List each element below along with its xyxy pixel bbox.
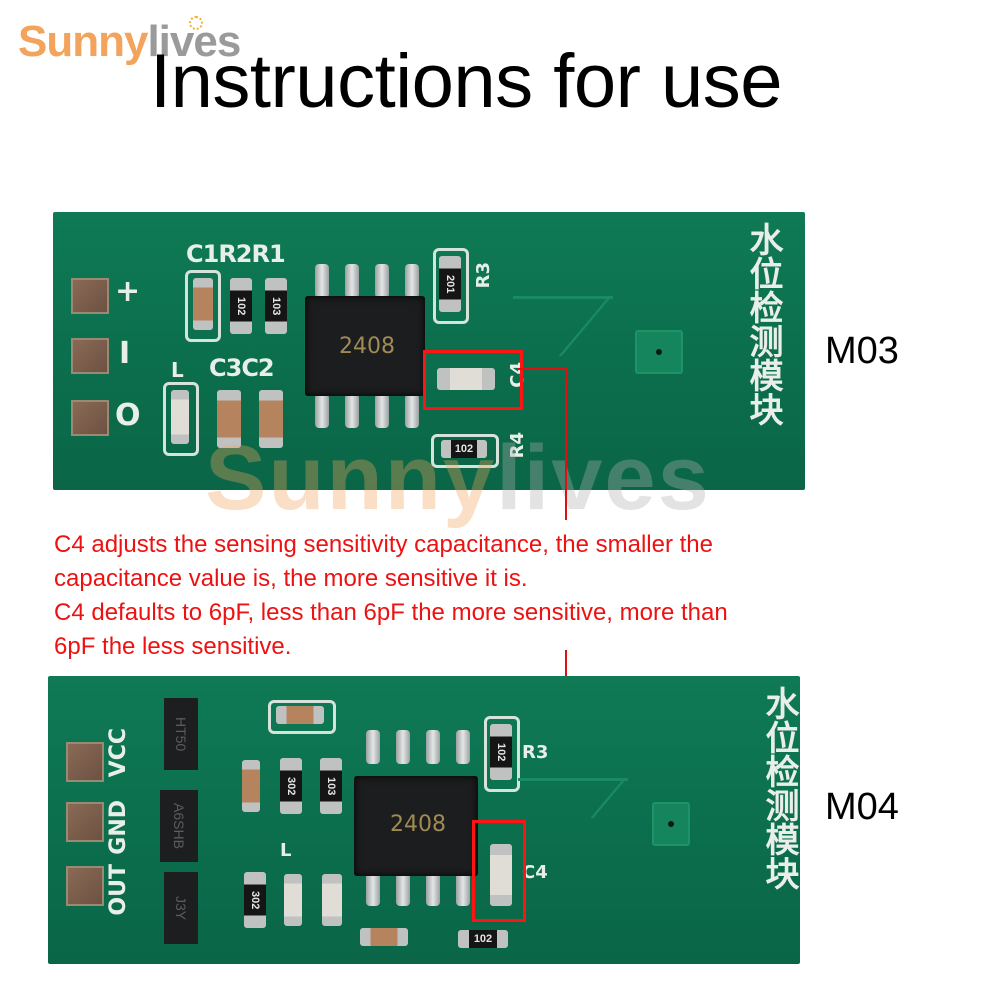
- silk-c3c2: C3C2: [209, 354, 275, 382]
- capacitor-c3: [217, 390, 241, 448]
- pad-vcc: [66, 742, 104, 782]
- r4-outline: [431, 434, 499, 468]
- c4-highlight-box: [472, 820, 526, 922]
- chip-pin: [345, 394, 359, 428]
- pad-i: [71, 338, 109, 374]
- pcb-trace: [590, 778, 627, 818]
- model-label-m04: M04: [825, 786, 899, 828]
- watermark: Sunnylives: [205, 432, 711, 524]
- pin-label-vcc: VCC: [106, 728, 131, 778]
- pad-out: [66, 866, 104, 906]
- resistor-r2: 102: [230, 278, 252, 334]
- r3-outline: [484, 716, 520, 792]
- pad-o: [71, 400, 109, 436]
- pcb-board-m04: VCC GND OUT HT50 A6SHB J3Y 302 103 L 302…: [48, 676, 800, 964]
- annotation-line-3: C4 defaults to 6pF, less than 6pF the mo…: [54, 599, 728, 626]
- chip-pin: [396, 730, 410, 764]
- watermark-part2: lives: [496, 427, 711, 529]
- brand-logo: Sunnylives: [18, 16, 241, 66]
- chip-pin: [375, 264, 389, 298]
- leader-line-m03: [565, 368, 567, 520]
- transistor-a6shb: A6SHB: [160, 790, 198, 862]
- capacitor-top: [276, 706, 324, 724]
- capacitor-c1: [193, 278, 213, 330]
- ic-chip: 2408: [305, 296, 425, 396]
- capacitor-c4: [490, 844, 512, 906]
- silk-led: L: [171, 358, 184, 382]
- silk-led: L: [280, 840, 292, 861]
- capacitor: [242, 760, 260, 812]
- chip-pin: [345, 264, 359, 298]
- model-label-m03: M03: [825, 330, 899, 372]
- pcb-board-m03: + I O C1R2R1 102 103 L C3C2 2408 201 R3 …: [53, 212, 805, 490]
- sensor-pad: [635, 330, 683, 374]
- capacitor-bottom: [360, 928, 408, 946]
- sensor-pad: [652, 802, 690, 846]
- chip-pin: [426, 872, 440, 906]
- board-vertical-text: 水位检测模块: [743, 222, 783, 426]
- resistor-r3: 102: [490, 724, 512, 780]
- resistor-103: 103: [320, 758, 342, 814]
- chip-marking: 2408: [390, 812, 446, 837]
- pcb-trace: [518, 778, 628, 781]
- annotation-line-4: 6pF the less sensitive.: [54, 633, 292, 660]
- silk-r3: R3: [522, 742, 549, 763]
- watermark-part1: Sunny: [205, 427, 497, 529]
- chip-pin: [456, 730, 470, 764]
- page-title: Instructions for use: [150, 39, 783, 124]
- chip-pin: [315, 264, 329, 298]
- resistor-302: 302: [280, 758, 302, 814]
- c1-outline: [185, 270, 221, 342]
- resistor-r3: 201: [439, 256, 461, 312]
- pcb-trace: [558, 296, 612, 356]
- silk-c4: C4: [522, 862, 548, 883]
- chip-pin: [396, 872, 410, 906]
- resistor-302-b: 302: [244, 872, 266, 928]
- cap-outline: [268, 700, 336, 734]
- c4-highlight-box: [423, 350, 523, 410]
- leader-line-m03: [517, 368, 567, 370]
- silk-r3: R3: [473, 262, 494, 289]
- pin-label-plus: +: [115, 274, 141, 309]
- r3-outline: [433, 248, 469, 324]
- capacitor-c4: [437, 368, 495, 390]
- chip-marking: 2408: [339, 334, 395, 359]
- capacitor-white: [322, 874, 342, 926]
- pin-label-i: I: [119, 336, 131, 371]
- led-indicator: [284, 874, 302, 926]
- chip-pin: [405, 394, 419, 428]
- resistor-r4: 102: [441, 440, 487, 458]
- silk-c1r2r1: C1R2R1: [186, 240, 286, 268]
- pcb-trace: [513, 296, 613, 299]
- resistor-r1: 103: [265, 278, 287, 334]
- transistor-ht50: HT50: [164, 698, 198, 770]
- pad-plus: [71, 278, 109, 314]
- board-vertical-text: 水位检测模块: [759, 686, 799, 890]
- led-outline: [163, 382, 199, 456]
- chip-pin: [366, 872, 380, 906]
- chip-pin: [426, 730, 440, 764]
- transistor-j3y: J3Y: [164, 872, 198, 944]
- annotation-line-2: capacitance value is, the more sensitive…: [54, 565, 528, 592]
- led-indicator: [171, 390, 189, 444]
- annotation-line-1: C4 adjusts the sensing sensitivity capac…: [54, 531, 714, 558]
- chip-pin: [366, 730, 380, 764]
- pad-gnd: [66, 802, 104, 842]
- resistor-bottom: 102: [458, 930, 508, 948]
- ic-chip: 2408: [354, 776, 478, 876]
- brand-logo-part1: Sunny: [18, 17, 148, 66]
- pin-label-gnd: GND: [106, 800, 131, 855]
- chip-pin: [405, 264, 419, 298]
- chip-pin: [456, 872, 470, 906]
- chip-pin: [375, 394, 389, 428]
- sun-icon: [189, 16, 203, 30]
- capacitor-c2: [259, 390, 283, 448]
- pin-label-o: O: [115, 398, 141, 433]
- chip-pin: [315, 394, 329, 428]
- annotation-text: C4 adjusts the sensing sensitivity capac…: [54, 528, 874, 664]
- pin-label-out: OUT: [106, 864, 131, 916]
